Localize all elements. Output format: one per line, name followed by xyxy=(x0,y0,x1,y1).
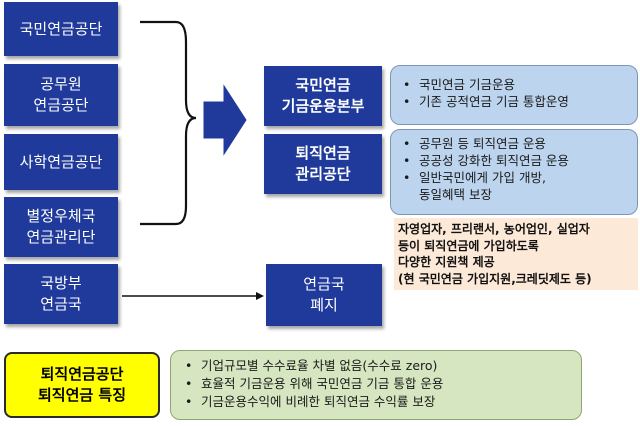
retirement-pension-agency-box: 퇴직연금 관리공단 xyxy=(264,134,382,194)
nps-fund-hq-details: 국민연금 기금운용 기존 공적연금 기금 통합운영 xyxy=(390,65,638,125)
agency-label: 연금관리단 xyxy=(26,228,96,246)
detail-item: 공공성 강화한 퇴직연금 운용 xyxy=(403,152,627,169)
agency-label: 공무원 xyxy=(40,75,82,93)
agency-box-nps: 국민연금공단 xyxy=(4,2,118,56)
agency-label: 국방부 xyxy=(40,274,82,292)
detail-item: 일반국민에게 가입 개방, 동일혜택 보장 xyxy=(403,169,627,203)
agency-label: 별정우체국 xyxy=(26,207,96,225)
feature-item: 기업규모별 수수료율 차별 없음(수수료 zero) xyxy=(185,357,571,375)
merge-arrow xyxy=(203,84,247,156)
nps-fund-hq-box: 국민연금 기금운용본부 xyxy=(264,66,382,126)
note-line: 자영업자, 프리랜서, 농어업인, 실업자 xyxy=(398,222,590,236)
detail-item: 국민연금 기금운용 xyxy=(403,76,627,93)
agency-box-tp: 사학연금공단 xyxy=(4,134,118,190)
org-label: 퇴직연금 xyxy=(295,144,351,162)
abolish-arrow-head xyxy=(256,292,264,300)
mnd-abolish-box: 연금국 폐지 xyxy=(266,264,382,326)
features-title-line: 퇴직연금 특징 xyxy=(37,386,127,404)
agency-label: 연금국 xyxy=(40,295,82,313)
note-line: (현 국민연금 가입지원,크레딧제도 등) xyxy=(398,271,592,286)
note-line: 등이 퇴직연금에 가입하도록 xyxy=(398,238,539,253)
feature-item: 기금운용수익에 비례한 퇴직연금 수익률 보장 xyxy=(185,393,571,411)
features-list-box: 기업규모별 수수료율 차별 없음(수수료 zero) 효율적 기금운용 위해 국… xyxy=(170,350,582,420)
agency-box-mnd: 국방부 연금국 xyxy=(4,264,118,324)
org-label: 국민연금 xyxy=(295,76,351,94)
org-label: 연금국 xyxy=(303,275,345,293)
agency-label: 국민연금공단 xyxy=(19,19,103,38)
note-line: 다양한 지원책 제공 xyxy=(398,255,495,269)
feature-item: 효율적 기금운용 위해 국민연금 기금 통합 운용 xyxy=(185,375,571,393)
detail-item: 공무원 등 퇴직연금 운용 xyxy=(403,135,627,152)
grouping-brace xyxy=(140,20,197,226)
org-label: 기금운용본부 xyxy=(281,97,365,115)
agency-box-postal: 별정우체국 연금관리단 xyxy=(4,197,118,257)
org-label: 관리공단 xyxy=(295,165,351,183)
detail-item: 기존 공적연금 기금 통합운영 xyxy=(403,93,627,110)
retirement-pension-details: 공무원 등 퇴직연금 운용 공공성 강화한 퇴직연금 운용 일반국민에게 가입 … xyxy=(390,129,638,215)
support-note: 자영업자, 프리랜서, 농어업인, 실업자 등이 퇴직연금에 가입하도록 다양한… xyxy=(394,218,638,290)
agency-label: 연금공단 xyxy=(33,96,89,114)
agency-label: 사학연금공단 xyxy=(19,152,103,171)
features-title-box: 퇴직연금공단 퇴직연금 특징 xyxy=(4,352,160,418)
features-title-line: 퇴직연금공단 xyxy=(40,365,124,383)
org-label: 폐지 xyxy=(310,296,338,314)
agency-box-geps: 공무원 연금공단 xyxy=(4,64,118,126)
